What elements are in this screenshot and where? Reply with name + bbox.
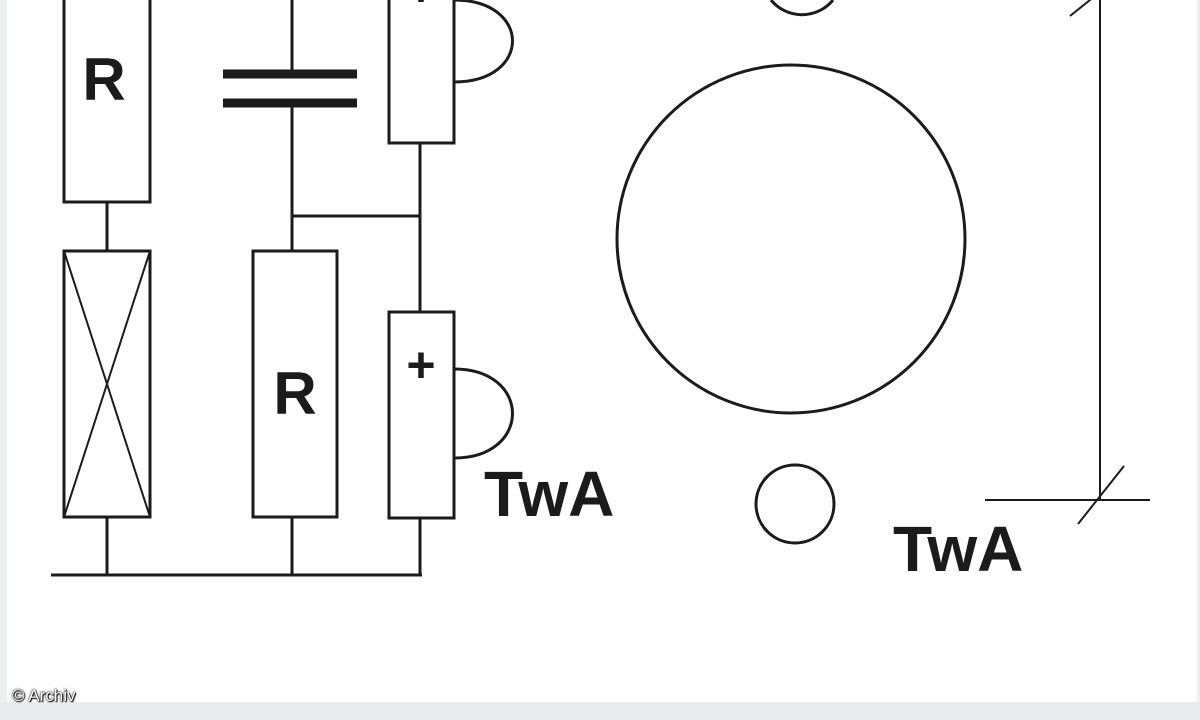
connector-label: TwA [893,513,1023,585]
resistor-middle-label: R [273,360,316,427]
terminal-upper-plus: + [406,0,435,17]
terminal-upper-loop [453,0,514,84]
circuit-diagram: R R + + TwA [51,0,1150,585]
coil-cross-b [63,250,151,518]
dimension-tick-top [1069,0,1092,17]
bottom-strip [0,702,1200,720]
connector-main-pin [615,63,967,415]
resistor-left-label: R [82,46,125,113]
connector-top-pin [769,0,835,17]
terminal-lower-loop [453,367,514,460]
connector-bottom-pin [754,463,836,545]
terminal-upper [387,0,456,145]
terminal-lower [387,310,456,520]
dimension-tick-bottom [1077,465,1125,525]
diagram-canvas: R R + + TwA [7,0,1197,702]
resistor-middle [251,249,339,519]
terminal-lower-plus: + [406,337,435,393]
resistor-left [62,0,152,204]
image-credit: © Archiv [12,686,76,705]
terminal-lower-label: TwA [484,458,614,530]
